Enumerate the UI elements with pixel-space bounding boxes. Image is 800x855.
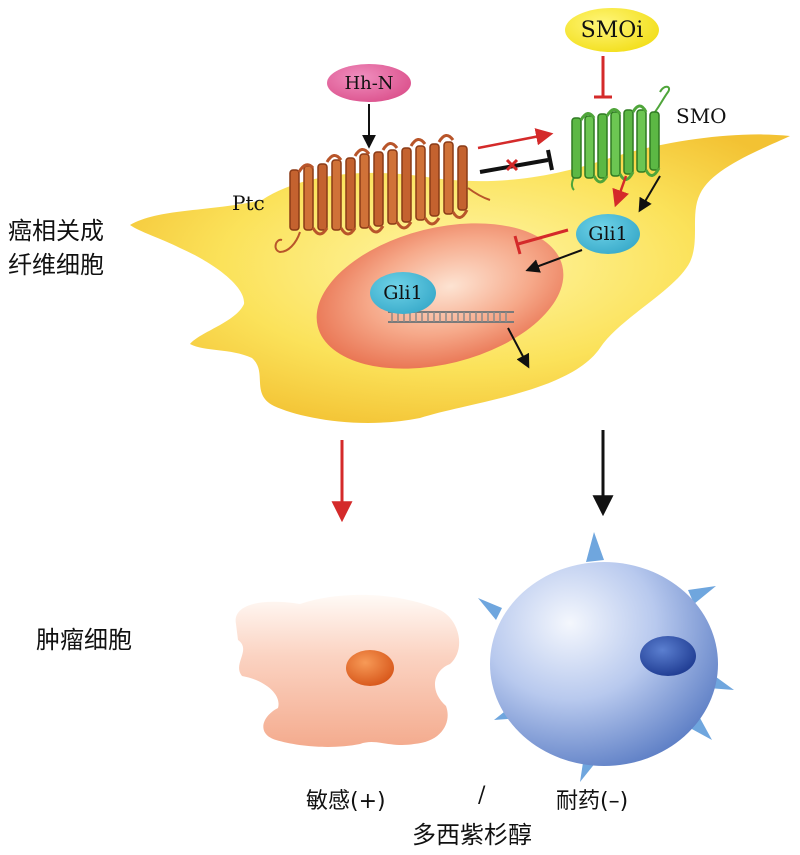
ptc-smo-blocked-inhibition <box>479 149 554 174</box>
transcription-arrow <box>507 327 530 369</box>
hh-n-ligand-icon: Hh-N <box>327 64 411 102</box>
gli1-nucleus-label: Gli1 <box>383 282 423 304</box>
caf-label: 癌相关成 纤维细胞 <box>8 214 104 282</box>
gli1-protein-icon: Gli1 <box>576 214 640 254</box>
gli1-nuclear-inhibition <box>513 228 569 255</box>
smo-receptor-icon <box>570 85 670 191</box>
smo-to-gli1-black-arrow <box>638 175 661 213</box>
ptc-receptor-icon <box>274 134 491 254</box>
tumor-cell-label: 肿瘤细胞 <box>36 626 132 654</box>
smoi-label: SMOi <box>580 17 644 43</box>
nucleus <box>316 223 564 369</box>
smoi-inhibitor-icon: SMOi <box>565 8 659 52</box>
ptc-to-smo-activation-arrow <box>477 128 554 150</box>
separator-label: / <box>478 783 486 808</box>
smo-to-gli1-red-arrow <box>612 175 629 208</box>
resistant-label: 耐药(–) <box>556 789 629 814</box>
gli1-nuclear-protein-icon: Gli1 <box>370 272 436 314</box>
gli1-to-nucleus-arrow <box>525 249 583 273</box>
paclitaxel-label: 多西紫杉醇 <box>412 821 532 849</box>
sensitive-label: 敏感(+) <box>306 789 386 814</box>
sensitive-tumor-cell-icon <box>235 594 460 747</box>
caf-label-line2: 纤维细胞 <box>8 251 104 279</box>
resistant-tumor-cell-icon <box>478 532 734 782</box>
smo-label: SMO <box>676 104 727 128</box>
gli1-cytoplasm-label: Gli1 <box>588 223 628 245</box>
hh-n-label: Hh-N <box>344 72 394 94</box>
ptc-label: Ptc <box>232 191 265 215</box>
caf-label-line1: 癌相关成 <box>8 217 104 245</box>
smoi-inhibition <box>594 56 612 99</box>
